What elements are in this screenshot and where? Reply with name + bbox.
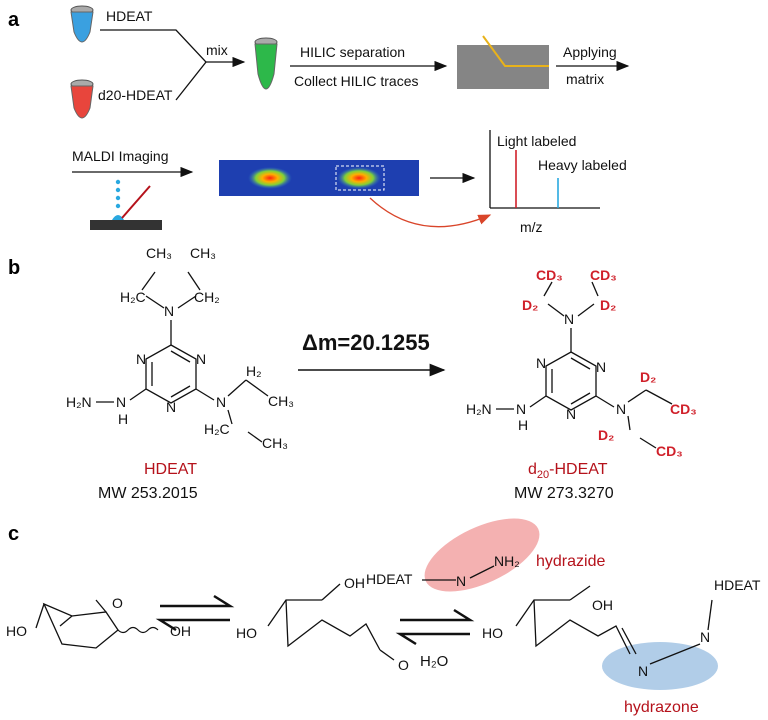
atom-n-ring2: N (196, 351, 206, 367)
mix-bracket (100, 29, 207, 101)
pyranose-structure (35, 599, 159, 649)
d-atom-n-top: N (564, 311, 574, 327)
spectrum-plot (489, 130, 600, 209)
hdeat-reagent: HDEAT (366, 571, 413, 587)
equilibrium-arrows-2 (395, 608, 475, 646)
atom-n-ring1: N (136, 351, 146, 367)
tube1-label: HDEAT (106, 8, 153, 24)
d-atom-d2-3: D₂ (640, 369, 656, 385)
hydrazone-n2: N (700, 629, 710, 645)
d-atom-cd3-2: CD₃ (590, 267, 617, 283)
hydrazone-n1: N (638, 663, 648, 679)
d20-hdeat-structure (496, 281, 673, 449)
tube-d20-hdeat-icon (70, 79, 94, 119)
water-label: H₂O (420, 653, 448, 670)
hilic-line1: HILIC separation (300, 44, 405, 60)
d-atom-n-ring1: N (536, 355, 546, 371)
pyranose-ho: HO (6, 623, 27, 639)
panel-b-label: b (8, 257, 20, 279)
d20-hdeat-mw: MW 273.3270 (514, 485, 614, 502)
mz-label: m/z (520, 219, 543, 235)
d20-hdeat-name: d20-HDEAT (528, 461, 608, 481)
delta-mass: Δm=20.1255 (302, 330, 430, 355)
maldi-label: MALDI Imaging (72, 148, 168, 164)
hydrazone-structure (515, 585, 713, 665)
hilic-line2: Collect HILIC traces (294, 73, 418, 89)
hdeat-structure (96, 271, 269, 443)
aldehyde-o: O (398, 657, 409, 673)
d-atom-d2-1: D₂ (522, 297, 538, 313)
atom-n-right: N (216, 394, 226, 410)
d-atom-cd3-3: CD₃ (670, 401, 697, 417)
d-atom-n-ring2: N (596, 359, 606, 375)
hydrazide-highlight (424, 518, 540, 592)
hydrazone-oh: OH (592, 597, 613, 613)
hdeat-mw: MW 253.2015 (98, 485, 198, 502)
atom-h2: H₂ (246, 363, 262, 379)
heavy-label: Heavy labeled (538, 157, 627, 173)
pyranose-ring-o: O (112, 595, 123, 611)
d-atom-d2-2: D₂ (600, 297, 616, 313)
light-label: Light labeled (497, 133, 576, 149)
hilic-plate (457, 35, 549, 89)
hydrazide-n: N (456, 573, 466, 589)
pyranose-oh: OH (170, 623, 191, 639)
atom-ch3-4: CH₃ (262, 435, 288, 451)
open-chain-ho: HO (236, 625, 257, 641)
atom-h2n: H₂N (66, 394, 92, 410)
hydrazone-hdeat: HDEAT (714, 577, 761, 593)
atom-ch3-1: CH₃ (146, 245, 172, 261)
panel-a-label: a (8, 9, 20, 31)
d-atom-h2n: H₂N (466, 401, 492, 417)
atom-h: H (118, 411, 128, 427)
atom-h2c-1: H₂C (120, 289, 146, 305)
open-chain-oh: OH (344, 575, 365, 591)
atom-n-ring3: N (166, 399, 176, 415)
atom-n-top: N (164, 303, 174, 319)
atom-ch2-1: CH₂ (194, 289, 220, 305)
d-atom-cd3-1: CD₃ (536, 267, 563, 283)
atom-ch3-3: CH₃ (268, 393, 294, 409)
hydrazone-ho: HO (482, 625, 503, 641)
hydrazone-label: hydrazone (624, 699, 699, 716)
tube-hdeat-icon (70, 5, 94, 43)
hydrazide-nh2: NH₂ (494, 553, 520, 569)
d-atom-n-right: N (616, 401, 626, 417)
atom-h2c-2: H₂C (204, 421, 230, 437)
matrix-line2: matrix (566, 71, 604, 87)
matrix-line1: Applying (563, 44, 617, 60)
tube-mix-icon (254, 37, 278, 90)
d-atom-h: H (518, 417, 528, 433)
equilibrium-arrows-1 (155, 594, 235, 632)
mix-label: mix (206, 42, 228, 58)
atom-ch3-2: CH₃ (190, 245, 216, 261)
imaging-strip (219, 160, 419, 196)
d-atom-n-hydrazine: N (516, 401, 526, 417)
hydrazide-label: hydrazide (536, 553, 605, 570)
open-chain-structure (267, 583, 395, 661)
tube2-label: d20-HDEAT (98, 87, 173, 103)
d-atom-d2-4: D₂ (598, 427, 614, 443)
maldi-source-icon (90, 179, 162, 230)
hdeat-name: HDEAT (144, 461, 197, 478)
panel-c-label: c (8, 523, 19, 545)
zoom-arc (369, 197, 492, 228)
atom-n-hydrazine: N (116, 394, 126, 410)
d-atom-cd3-4: CD₃ (656, 443, 683, 459)
d-atom-n-ring3: N (566, 406, 576, 422)
hydrazone-highlight (602, 642, 718, 690)
